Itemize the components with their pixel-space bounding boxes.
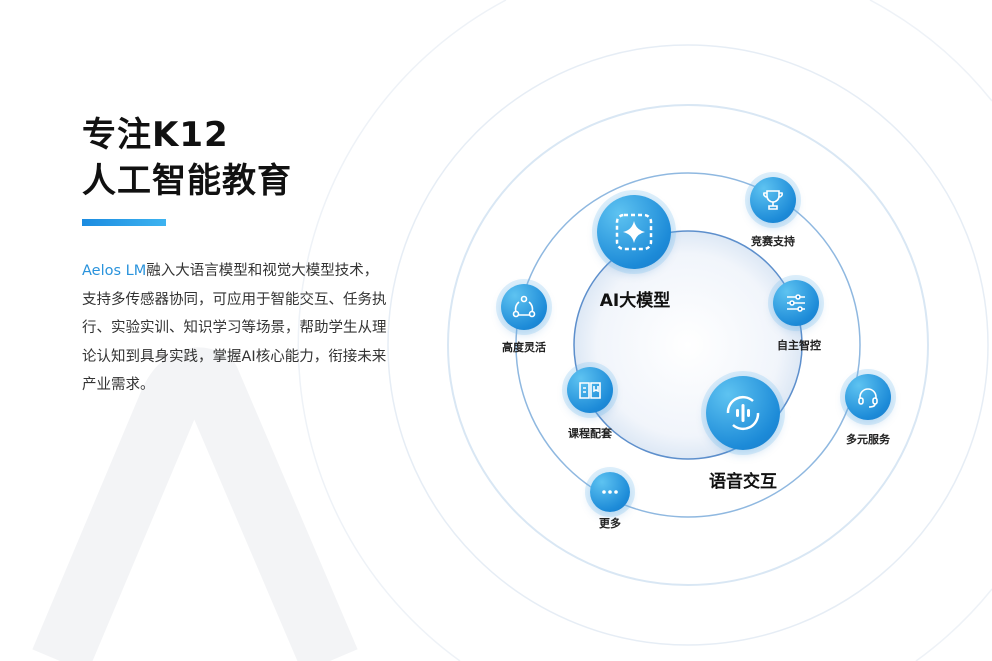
- feature-label-flexible: 高度灵活: [502, 341, 546, 354]
- core-label-voice: 语音交互: [709, 472, 777, 492]
- sparkle-icon: [597, 195, 671, 269]
- brand-name: Aelos LM: [82, 263, 147, 279]
- share-nodes-icon: [501, 284, 547, 330]
- title-accent-bar: [82, 219, 166, 226]
- feature-label-autonomous: 自主智控: [777, 339, 821, 352]
- sliders-icon: [773, 280, 819, 326]
- feature-label-competition: 竞赛支持: [751, 235, 795, 248]
- voice-wave-icon: [706, 376, 780, 450]
- title-line-1: 专注K12: [82, 115, 229, 155]
- outer-ring: [297, 0, 992, 661]
- more-dots-icon: [590, 472, 630, 512]
- book-icon: [567, 367, 613, 413]
- page-title: 专注K12 人工智能教育: [82, 112, 292, 204]
- title-line-2: 人工智能教育: [82, 161, 292, 201]
- headset-icon: [845, 374, 891, 420]
- feature-label-services: 多元服务: [846, 433, 890, 446]
- description-text: 融入大语言模型和视觉大模型技术，支持多传感器协同，可应用于智能交互、任务执行、实…: [82, 263, 387, 393]
- feature-label-more: 更多: [599, 517, 621, 530]
- trophy-icon: [750, 177, 796, 223]
- core-label-ai-model: AI大模型: [599, 291, 671, 311]
- description: Aelos LM融入大语言模型和视觉大模型技术，支持多传感器协同，可应用于智能交…: [82, 257, 392, 400]
- feature-label-courses: 课程配套: [568, 427, 612, 440]
